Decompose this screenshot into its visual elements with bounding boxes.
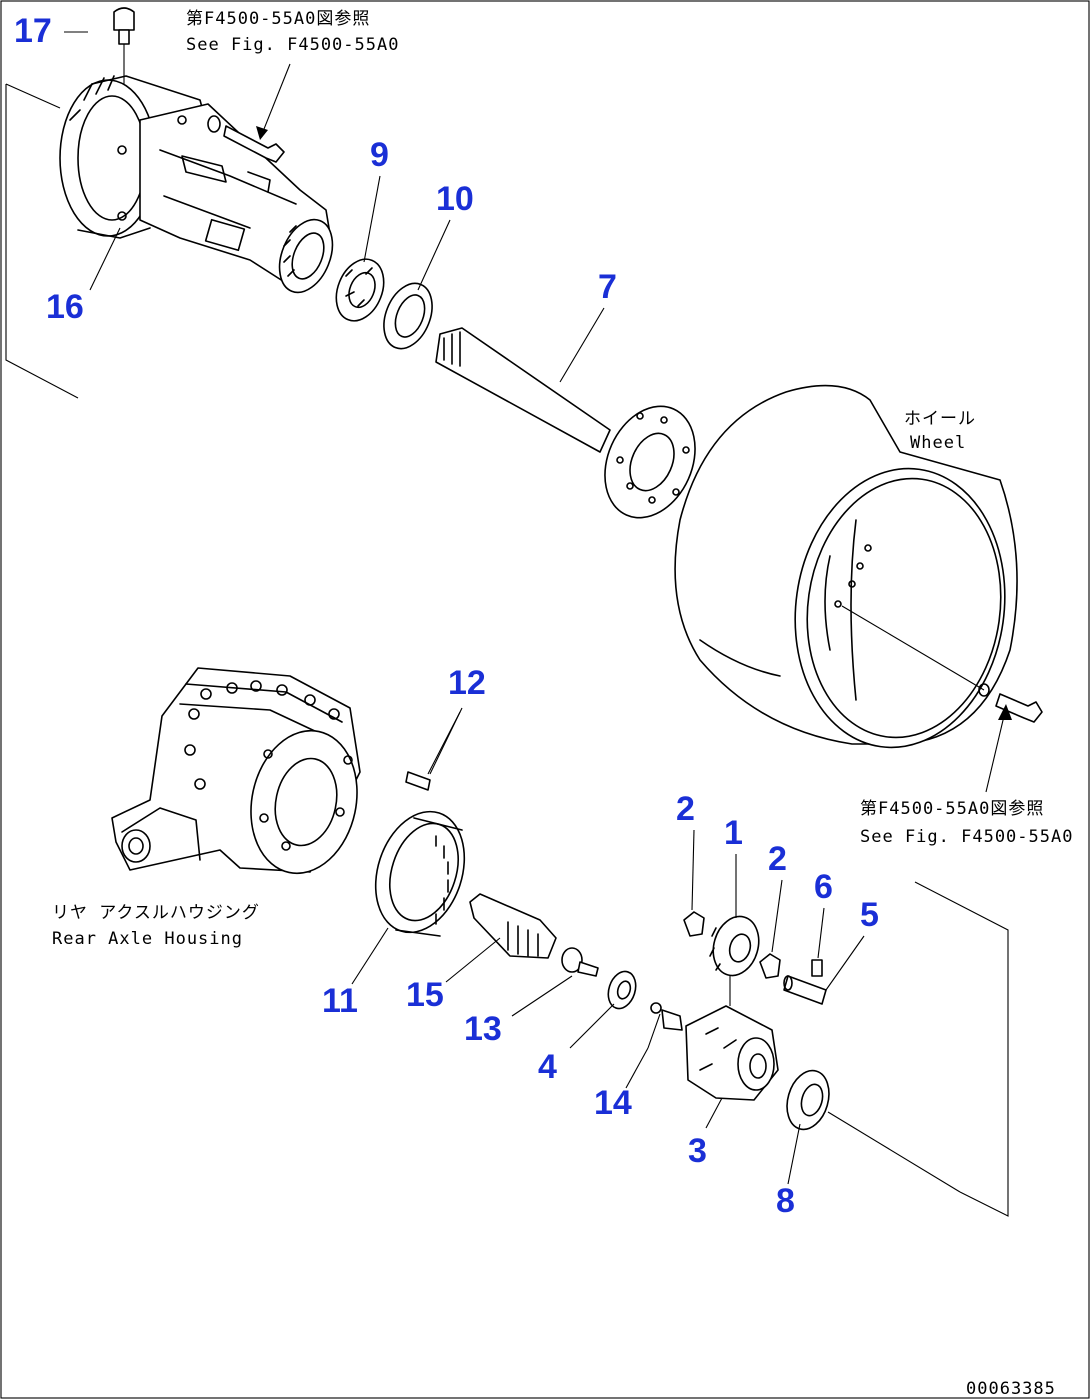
bearing-8	[786, 1069, 961, 1193]
part-number-2b: 2	[768, 840, 787, 878]
part-number-10: 10	[436, 180, 474, 218]
part-number-1: 1	[724, 814, 743, 852]
bearing-9	[335, 258, 385, 322]
housing-label-jp: リヤ アクスルハウジング	[52, 903, 260, 923]
top-reference-en: See Fig. F4500-55A0	[186, 35, 399, 55]
pins-5-6	[783, 959, 827, 1005]
breather-plug	[113, 7, 135, 84]
axle-housing	[59, 75, 334, 294]
part-number-13: 13	[464, 1010, 502, 1048]
part-number-15: 15	[406, 976, 444, 1014]
part-number-17: 17	[14, 12, 52, 50]
ring-gear	[374, 810, 466, 937]
side-gear	[709, 915, 760, 977]
drawing-code: 00063385	[966, 1379, 1056, 1399]
housing-label-en: Rear Axle Housing	[52, 929, 243, 949]
bolt-13	[561, 947, 599, 977]
part-number-14: 14	[594, 1084, 632, 1122]
part-number-2a: 2	[676, 790, 695, 828]
housing-bolt	[207, 63, 291, 163]
pinion-shaft	[469, 893, 557, 959]
part-number-4: 4	[538, 1048, 557, 1086]
rear-axle-housing	[111, 667, 361, 875]
bolt-14	[650, 1002, 683, 1031]
wheel-bolt	[978, 683, 1043, 793]
right-reference-en: See Fig. F4500-55A0	[860, 827, 1073, 847]
part-number-8: 8	[776, 1182, 795, 1220]
part-number-labels: 17 16 9 10 7 12 2 1 2 6 5 11 15 13 4 14 …	[14, 12, 879, 1220]
part-number-9: 9	[370, 136, 389, 174]
part-number-3: 3	[688, 1132, 707, 1170]
part-number-7: 7	[598, 268, 617, 306]
wheel-label-jp: ホイール	[904, 409, 976, 429]
part-number-16: 16	[46, 288, 84, 326]
part-number-11: 11	[322, 982, 358, 1020]
wheel	[674, 384, 1018, 749]
seal-10	[383, 282, 433, 350]
part-number-6: 6	[814, 868, 833, 906]
part-number-5: 5	[860, 896, 879, 934]
pin-12	[405, 711, 461, 791]
washers-2	[683, 911, 781, 979]
reference-planes	[5, 83, 1009, 1217]
wheel-label-en: Wheel	[910, 433, 966, 453]
washer-4	[607, 970, 637, 1010]
leader-lines	[64, 31, 865, 1185]
differential-case	[685, 972, 779, 1101]
part-number-12: 12	[448, 664, 486, 702]
axle-shaft	[435, 327, 696, 519]
reference-notes: 第F4500-55A0図参照 See Fig. F4500-55A0 第F450…	[52, 9, 1073, 1399]
right-reference-jp: 第F4500-55A0図参照	[860, 799, 1044, 819]
top-reference-jp: 第F4500-55A0図参照	[186, 9, 370, 29]
